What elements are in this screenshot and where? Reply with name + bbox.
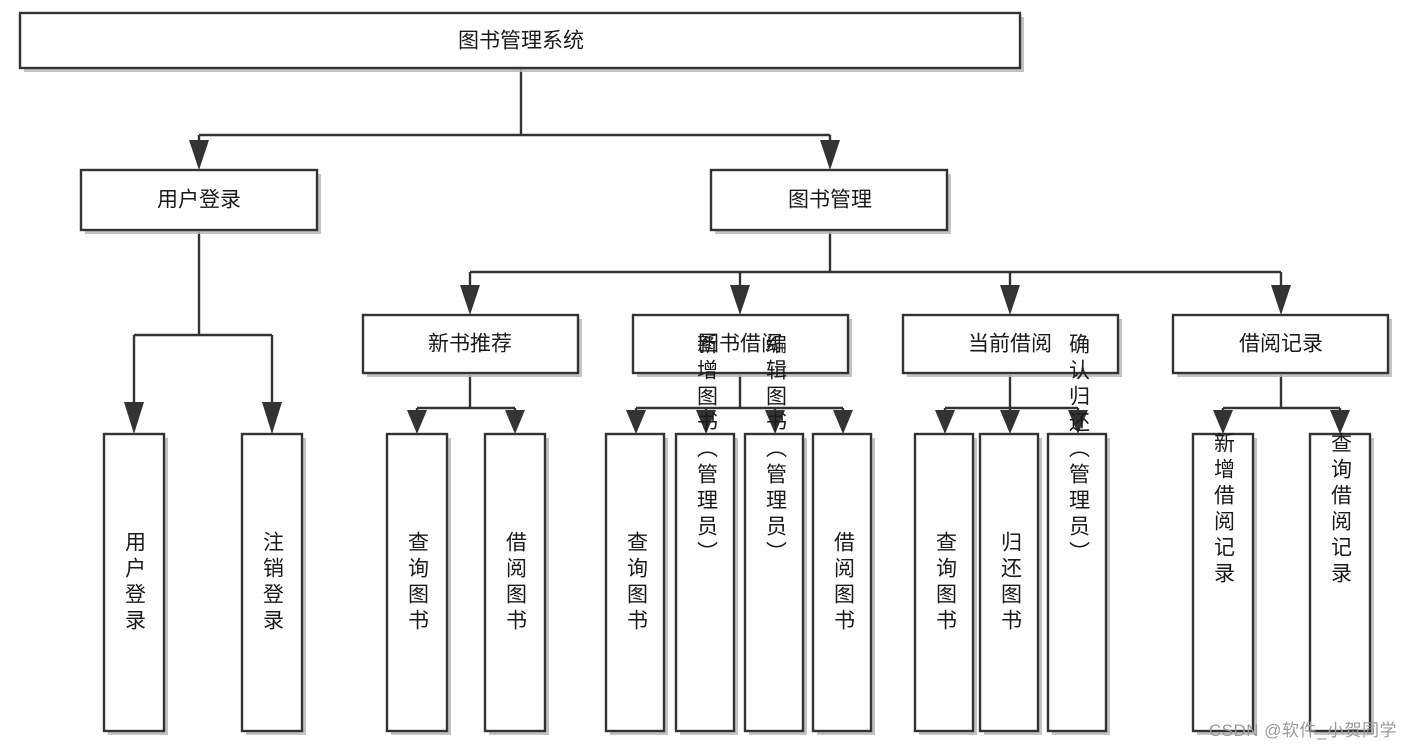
book-manage-label: 图书管理 [788,189,872,212]
arrow-head-new-book-rec [460,285,480,315]
arrow-head-borrow-record [1271,285,1291,315]
leaf-cb-confirm-return-label: 确认归还（管理员） [1067,333,1091,567]
arrow-head-leaf-br-query-record [1330,410,1350,434]
node-leaf-rec-query-book[interactable]: 查询图书 [385,432,451,735]
leaf-bb-edit-book-box[interactable] [743,432,805,733]
user-login-label: 用户登录 [157,189,241,212]
node-leaf-br-query-record[interactable]: 查询借阅记录 [1308,432,1374,735]
leaf-bb-add-book-box[interactable] [674,432,736,733]
leaf-cb-query-book-label: 查询图书 [934,531,958,635]
user-login-box[interactable] [79,168,319,232]
arrow-head-user-login [189,140,209,170]
leaf-br-query-record-label: 查询借阅记录 [1329,432,1353,588]
node-leaf-br-add-record[interactable]: 新增借阅记录 [1191,432,1257,735]
new-book-rec-label: 新书推荐 [428,333,512,356]
borrow-record-box[interactable] [1171,313,1390,375]
leaf-cb-query-book-box[interactable] [913,432,975,733]
leaf-rec-query-book-box[interactable] [385,432,449,733]
book-borrow-box[interactable] [631,313,850,375]
arrow-head-leaf-bb-edit-book [765,410,785,434]
node-leaf-user-logout[interactable]: 注销登录 [240,432,306,735]
leaf-br-add-record-box[interactable] [1191,432,1255,733]
node-new-book-rec[interactable]: 新书推荐 [361,313,582,377]
leaf-bb-query-book-label: 查询图书 [625,531,649,635]
arrow-head-leaf-bb-query-book [626,410,646,434]
leaf-cb-confirm-return-box[interactable] [1046,432,1108,733]
arrow-head-book-manage [820,140,840,170]
node-leaf-rec-borrow-book[interactable]: 借阅图书 [483,432,549,735]
node-leaf-cb-confirm-return[interactable]: 确认归还（管理员） [1046,333,1110,735]
leaf-bb-borrow-book-box[interactable] [811,432,873,733]
arrow-head-leaf-rec-borrow-book [505,410,525,434]
leaf-rec-borrow-book-box[interactable] [483,432,547,733]
leaf-user-logout-box[interactable] [240,432,304,733]
arrow-head-leaf-br-add-record [1213,410,1233,434]
arrow-head-leaf-user-logout [262,402,282,434]
leaf-bb-query-book-box[interactable] [604,432,666,733]
node-current-borrow[interactable]: 当前借阅 [901,313,1122,377]
current-borrow-label: 当前借阅 [968,333,1052,356]
current-borrow-box[interactable] [901,313,1120,375]
arrow-head-leaf-cb-query-book [935,410,955,434]
arrow-head-leaf-user-login [124,402,144,434]
node-book-manage[interactable]: 图书管理 [709,168,951,234]
leaf-user-logout-label: 注销登录 [261,531,285,635]
node-leaf-cb-return-book[interactable]: 归还图书 [978,432,1042,735]
arrow-head-leaf-cb-confirm-return [1068,410,1088,434]
leaf-rec-borrow-book-label: 借阅图书 [504,531,528,635]
leaf-bb-add-book-label: 新增图书（管理员） [695,333,719,567]
arrow-head-current-borrow [1000,285,1020,315]
leaf-br-add-record-label: 新增借阅记录 [1212,432,1236,588]
leaf-cb-return-book-box[interactable] [978,432,1040,733]
node-book-borrow[interactable]: 图书借阅 [631,313,852,377]
arrow-head-leaf-bb-borrow-book [833,410,853,434]
leaf-user-login-box[interactable] [102,432,166,733]
arrow-head-leaf-cb-return-book [1000,410,1020,434]
book-manage-box[interactable] [709,168,949,232]
node-leaf-bb-borrow-book[interactable]: 借阅图书 [811,432,875,735]
borrow-record-label: 借阅记录 [1239,333,1323,356]
arrow-head-book-borrow [730,285,750,315]
leaf-rec-query-book-label: 查询图书 [406,531,430,635]
book-borrow-label: 图书借阅 [698,333,782,356]
root-box[interactable] [18,11,1022,70]
node-leaf-cb-query-book[interactable]: 查询图书 [913,432,977,735]
new-book-rec-box[interactable] [361,313,580,375]
leaf-bb-edit-book-label: 编辑图书（管理员） [764,333,788,567]
node-leaf-bb-edit-book[interactable]: 编辑图书（管理员） [743,333,807,735]
leaf-bb-borrow-book-label: 借阅图书 [832,531,856,635]
node-user-login[interactable]: 用户登录 [79,168,321,234]
connector-layer [124,68,1350,434]
node-leaf-bb-add-book[interactable]: 新增图书（管理员） [674,333,738,735]
root-label: 图书管理系统 [458,30,584,53]
node-root[interactable]: 图书管理系统 [18,11,1024,72]
arrow-head-leaf-bb-add-book [696,410,716,434]
arrow-head-leaf-rec-query-book [407,410,427,434]
leaf-cb-return-book-label: 归还图书 [999,531,1023,635]
node-leaf-bb-query-book[interactable]: 查询图书 [604,432,668,735]
node-leaf-user-login[interactable]: 用户登录 [102,432,168,735]
node-borrow-record[interactable]: 借阅记录 [1171,313,1392,377]
leaf-br-query-record-box[interactable] [1308,432,1372,733]
leaf-user-login-label: 用户登录 [123,531,147,635]
